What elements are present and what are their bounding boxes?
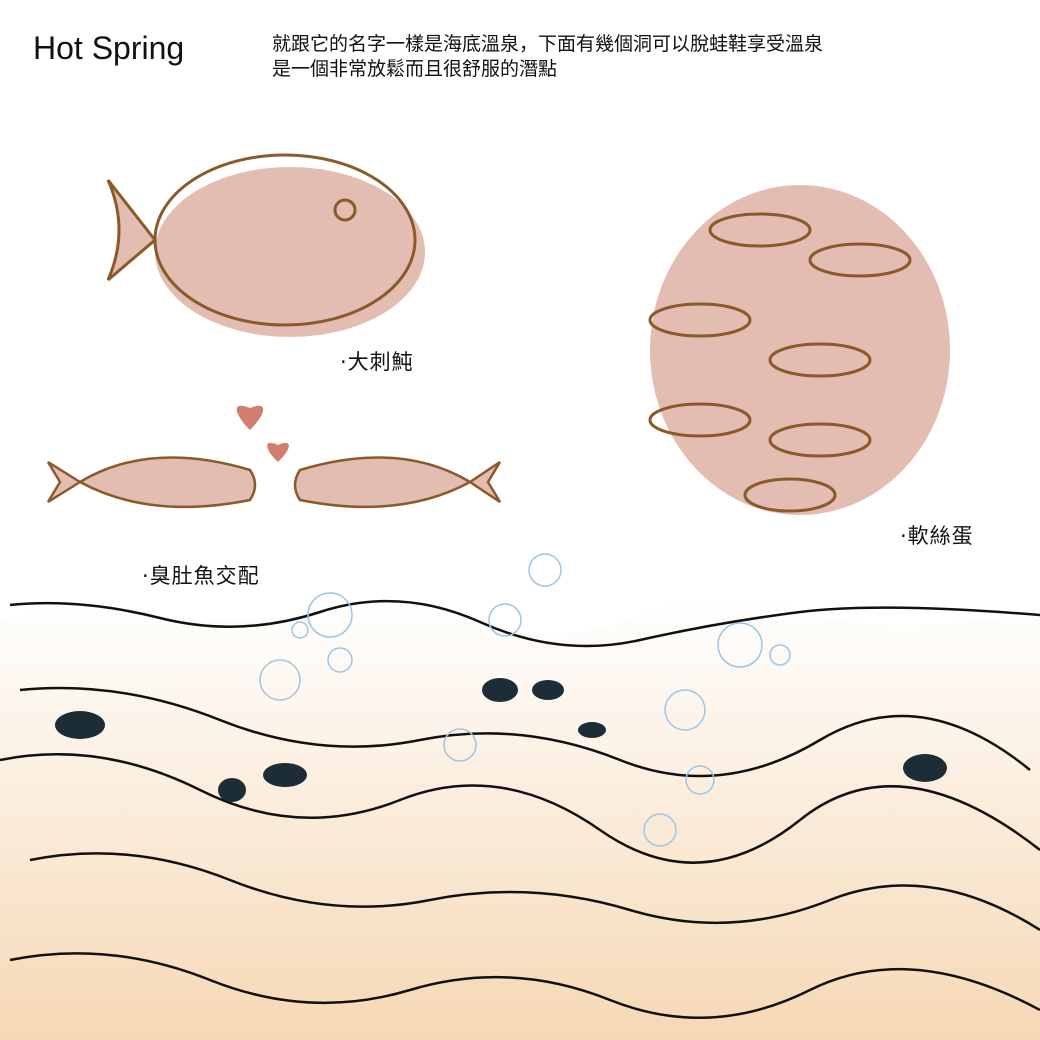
seafloor <box>0 596 1040 1040</box>
squid-eggs-label: ·軟絲蛋 <box>900 524 974 548</box>
bubbles <box>259 553 791 847</box>
squid-eggs <box>648 185 950 515</box>
page-title: Hot Spring <box>33 30 185 66</box>
heart-icon <box>267 442 289 462</box>
heart-icon <box>236 405 264 430</box>
pufferfish <box>106 153 425 337</box>
description: 就跟它的名字一樣是海底溫泉，下面有幾個洞可以脫蛙鞋享受溫泉 是一個非常放鬆而且很… <box>272 32 823 82</box>
description-line: 是一個非常放鬆而且很舒服的潛點 <box>272 58 558 80</box>
mullet-label: ·臭肚魚交配 <box>142 564 260 588</box>
description-line: 就跟它的名字一樣是海底溫泉，下面有幾個洞可以脫蛙鞋享受溫泉 <box>272 33 824 55</box>
mullet-fish <box>46 405 502 509</box>
pufferfish-label: ·大刺魨 <box>340 350 414 374</box>
